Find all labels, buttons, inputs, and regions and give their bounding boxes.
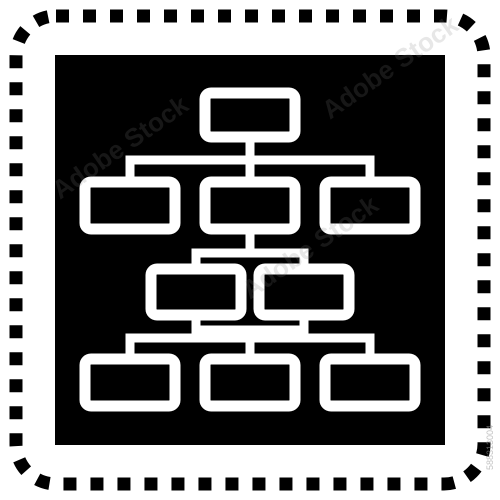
watermark-id: 588313004 — [485, 425, 495, 470]
org-box-top — [199, 87, 301, 143]
org-box-level2-right — [319, 176, 421, 235]
org-box-level4-left — [79, 353, 181, 412]
org-box-level4-right — [319, 353, 421, 412]
org-box-level4-center — [199, 353, 301, 412]
org-box-level3-left — [145, 263, 247, 321]
org-boxes — [79, 87, 421, 412]
dotted-frame — [9, 9, 491, 491]
org-box-level2-left — [79, 176, 181, 235]
org-box-level2-center — [199, 176, 301, 235]
org-box-level3-right — [253, 263, 355, 321]
